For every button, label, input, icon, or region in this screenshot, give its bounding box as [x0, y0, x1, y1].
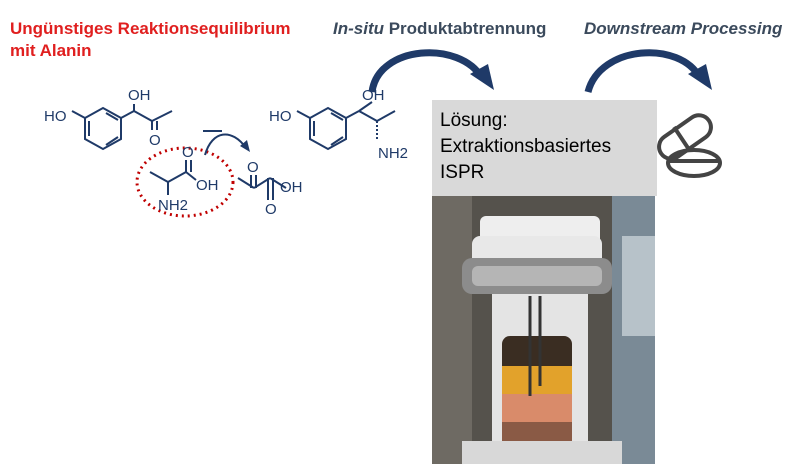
- header-downstream: Downstream Processing: [584, 18, 782, 40]
- arrowhead-downstream: [688, 64, 712, 90]
- label-oh-right: OH: [362, 87, 385, 104]
- label-o-pyruvate-1: O: [247, 159, 259, 176]
- problem-title-line1: Ungünstiges Reaktionsequilibrium: [10, 19, 291, 38]
- header-insitu: In-situ Produktabtrennung: [333, 18, 546, 40]
- label-ho-right: HO: [269, 108, 292, 125]
- label-nh2-right: NH2: [378, 145, 408, 162]
- label-o-alanine: O: [182, 144, 194, 161]
- label-oh-alanine: OH: [196, 177, 219, 194]
- header-insitu-italic: In-situ: [333, 19, 384, 38]
- label-ho-left: HO: [44, 108, 67, 125]
- solution-text: Lösung: Extraktionsbasiertes ISPR: [440, 108, 655, 186]
- solution-box: [432, 100, 657, 196]
- solution-line2: Extraktionsbasiertes: [440, 136, 612, 157]
- curved-arrow-icon: [584, 49, 704, 94]
- problem-title-line2: mit Alanin: [10, 41, 92, 60]
- solution-line3: ISPR: [440, 162, 485, 183]
- label-o-ketone: O: [149, 132, 161, 149]
- label-nh2-alanine: NH2: [158, 197, 188, 214]
- label-o-pyruvate-2: O: [265, 201, 277, 218]
- header-insitu-rest: Produktabtrennung: [384, 19, 547, 38]
- reactor-photo-illustration: [432, 196, 655, 464]
- label-oh-left: OH: [128, 87, 151, 104]
- alanine-highlight-circle: [135, 146, 235, 218]
- pill-capsule-icon: [657, 113, 722, 178]
- arrowhead-insitu: [470, 64, 494, 90]
- header-downstream-text: Downstream Processing: [584, 19, 783, 38]
- reaction-arrow: [204, 133, 247, 156]
- benzene-ring-right: [309, 106, 347, 151]
- label-oh-pyruvate: OH: [280, 179, 303, 196]
- reactor-photo: [432, 196, 655, 464]
- curved-arrow-icon: [368, 49, 486, 93]
- solution-line1: Lösung:: [440, 110, 508, 131]
- problem-title: Ungünstiges Reaktionsequilibrium mit Ala…: [10, 18, 310, 62]
- benzene-ring-left: [84, 106, 122, 151]
